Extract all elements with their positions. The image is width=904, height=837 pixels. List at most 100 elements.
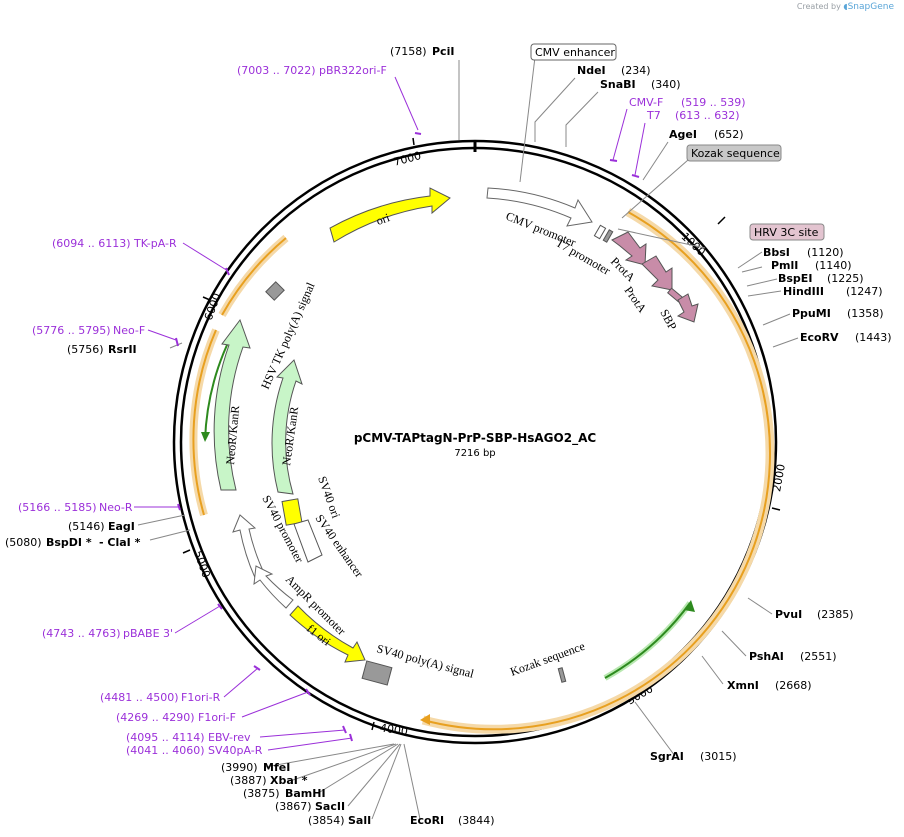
enzyme-name[interactable]: AgeI [669, 128, 697, 141]
enzyme-name[interactable]: PshAI [749, 650, 784, 663]
sv40-promoter-feature[interactable] [232, 514, 267, 581]
enzyme-pos: (2668) [775, 679, 812, 692]
ori-feature[interactable] [329, 187, 451, 243]
kozak-feature-top [602, 229, 614, 243]
cmv-enhancer-label: CMV enhancer [535, 46, 615, 59]
enzyme-name[interactable]: BspDI * [46, 536, 92, 549]
green-orf-line [604, 602, 691, 679]
enzyme-name[interactable]: PpuMI [792, 307, 831, 320]
sv40-enhancer-feature[interactable] [293, 519, 323, 563]
cmv-promoter-feature[interactable] [486, 187, 593, 227]
primer-name[interactable]: F1ori-R [181, 691, 221, 704]
primer-range: (519 .. 539) [681, 96, 746, 109]
primer-name[interactable]: EBV-rev [208, 731, 251, 744]
enzyme-name[interactable]: NdeI [577, 64, 606, 77]
primer-range: (613 .. 632) [675, 109, 740, 122]
ori-label: ori [374, 210, 392, 228]
sv40-pa-feature[interactable] [361, 660, 393, 686]
enzyme-name[interactable]: SacII [315, 800, 345, 813]
enzyme-pos: (1225) [827, 272, 864, 285]
enzyme-name[interactable]: SgrAI [650, 750, 684, 763]
enzyme-name[interactable]: EcoRI [410, 814, 444, 827]
prota-label-2: ProtA [622, 284, 650, 316]
t7-promoter-label: T7 promoter [554, 235, 613, 277]
enzyme-name[interactable]: EcoRV [800, 331, 839, 344]
enzyme-pos: (234) [621, 64, 651, 77]
enzyme-name[interactable]: BbsI [763, 246, 790, 259]
enzyme-name[interactable]: PmlI [771, 259, 798, 272]
sbp-feature[interactable] [676, 293, 699, 323]
hrv3c-site-box[interactable] [749, 223, 825, 241]
ampr-promoter-feature[interactable] [253, 565, 294, 609]
f1-ori-feature[interactable] [289, 605, 366, 663]
primer-name[interactable]: Neo-F [113, 324, 145, 337]
neo-kanr-feature-inner[interactable] [271, 359, 303, 495]
primer-name[interactable]: SV40pA-R [208, 744, 263, 757]
enzyme-name[interactable]: EagI [108, 520, 135, 533]
primer-labels: (7003 .. 7022) pBR322ori-F CMV-F (519 ..… [18, 64, 746, 757]
neo-kanr-feature-outer[interactable] [213, 318, 251, 491]
plasmid-length: 7216 bp [454, 448, 495, 459]
neo-orf-line [192, 329, 217, 516]
enzyme-name[interactable]: BamHI [285, 787, 326, 800]
primer-name[interactable]: F1ori-F [198, 711, 236, 724]
enzyme-pos: (2551) [800, 650, 837, 663]
tk-pa-orf-line [221, 237, 287, 316]
enzyme-pos: (7158) [390, 45, 427, 58]
green-orf-arrowhead [684, 600, 695, 612]
hrv3c-site-label: HRV 3C site [754, 226, 819, 239]
t7-promoter-feature[interactable] [593, 224, 607, 240]
prota-feature-2[interactable] [641, 255, 673, 291]
enzyme-name[interactable]: BspEI [778, 272, 812, 285]
enzyme-name[interactable]: PvuI [775, 608, 802, 621]
enzyme-leaders [137, 56, 799, 820]
enzyme-pos: (1120) [807, 246, 844, 259]
enzyme-name[interactable]: XmnI [727, 679, 759, 692]
primer-name[interactable]: pBR322ori-F [319, 64, 387, 77]
primer-range: (4481 .. 4500) [100, 691, 179, 704]
enzyme-pos: (1443) [855, 331, 892, 344]
enzyme-name[interactable]: PciI [432, 45, 454, 58]
primer-name[interactable]: Neo-R [99, 501, 133, 514]
enzyme-pos: (1140) [815, 259, 852, 272]
kozak-label-inner: Kozak sequence [508, 639, 586, 679]
tick-label: 2000 [770, 463, 788, 493]
primer-range: (5776 .. 5795) [32, 324, 111, 337]
enzyme-name[interactable]: HindIII [783, 285, 824, 298]
primer-range: (7003 .. 7022) [237, 64, 316, 77]
hsv-tk-pa-feature[interactable] [265, 281, 285, 301]
enzyme-name[interactable]: - ClaI * [99, 536, 141, 549]
enzyme-pos: (1247) [846, 285, 883, 298]
enzyme-name[interactable]: SalI [348, 814, 371, 827]
primer-leaders [134, 76, 646, 751]
enzyme-pos: (340) [651, 78, 681, 91]
kozak-feature-bottom [557, 667, 567, 683]
enzyme-pos: (5146) [68, 520, 105, 533]
primer-name[interactable]: pBABE 3' [123, 627, 173, 640]
enzyme-pos: (3990) [221, 761, 258, 774]
enzyme-name[interactable]: RsrII [108, 343, 137, 356]
enzyme-pos: (5756) [67, 343, 104, 356]
enzyme-pos: (3854) [308, 814, 345, 827]
enzyme-pos: (1358) [847, 307, 884, 320]
insert-orf-arrowhead [420, 714, 430, 725]
enzyme-pos: (3887) [230, 774, 267, 787]
primer-name[interactable]: CMV-F [629, 96, 663, 109]
enzyme-name[interactable]: SnaBI [600, 78, 636, 91]
kozak-sequence-box[interactable] [686, 144, 782, 162]
primer-name[interactable]: T7 [646, 109, 661, 122]
enzyme-pos: (5080) [5, 536, 42, 549]
primer-range: (4743 .. 4763) [42, 627, 121, 640]
snapgene-logo-icon: ◖ [843, 2, 848, 11]
primer-range: (5166 .. 5185) [18, 501, 97, 514]
insert-orf-line [422, 211, 771, 731]
primer-range: (4041 .. 4060) [126, 744, 205, 757]
enzyme-pos: (2385) [817, 608, 854, 621]
tick-label: 4000 [379, 721, 409, 738]
cmv-enhancer-box[interactable] [530, 43, 617, 61]
enzyme-name[interactable]: XbaI * [270, 774, 308, 787]
enzyme-name[interactable]: MfeI [263, 761, 290, 774]
primer-name[interactable]: TK-pA-R [133, 237, 177, 250]
